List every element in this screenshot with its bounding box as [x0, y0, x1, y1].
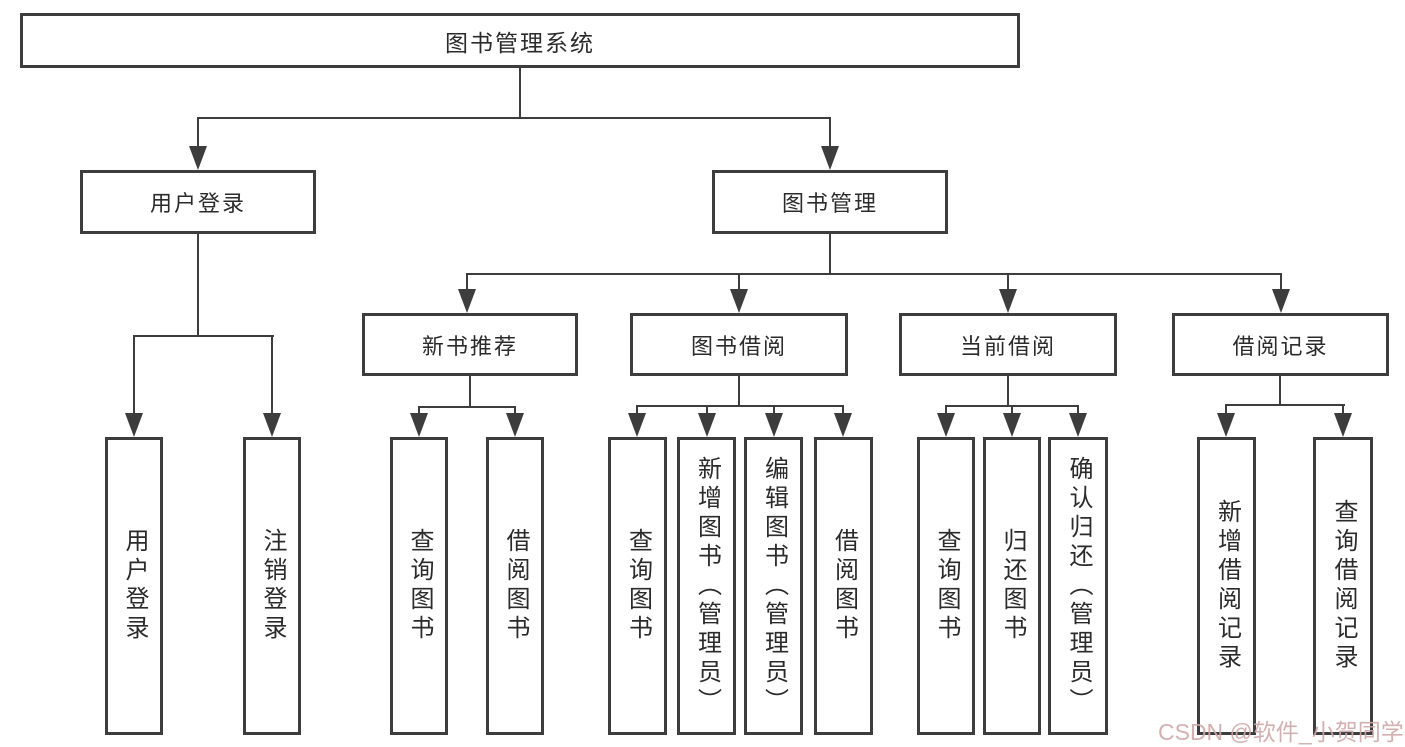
connector-line: [418, 406, 420, 416]
arrow-down-icon: [698, 413, 716, 437]
leaf-add-books-admin: 新增图书（管理员）: [677, 437, 736, 735]
arrow-down-icon: [506, 413, 524, 437]
connector-line: [197, 117, 199, 151]
node-user-login: 用户登录: [80, 170, 316, 234]
leaf-user-login-label: 用户登录: [121, 528, 148, 644]
connector-line: [738, 273, 740, 292]
leaf-query-books-borrowing: 查询图书: [608, 437, 667, 735]
node-user-login-label: 用户登录: [149, 191, 246, 216]
connector-line: [418, 406, 516, 408]
arrow-down-icon: [821, 146, 839, 170]
leaf-return-books: 归还图书: [983, 437, 1041, 735]
leaf-query-books-borrowing-label: 查询图书: [624, 528, 652, 644]
arrow-down-icon: [458, 289, 476, 313]
node-book-borrowing-label: 图书借阅: [690, 333, 787, 359]
leaf-logout: 注销登录: [243, 437, 301, 735]
leaf-confirm-return-admin: 确认归还（管理员）: [1048, 437, 1108, 735]
node-root: 图书管理系统: [20, 13, 1020, 68]
node-book-borrowing: 图书借阅: [630, 313, 848, 376]
connector-line: [1007, 376, 1009, 407]
connector-line: [1011, 405, 1013, 416]
leaf-query-books-current: 查询图书: [917, 437, 975, 735]
leaf-add-borrow-record: 新增借阅记录: [1197, 437, 1256, 735]
csdn-watermark: CSDN @软件_小贺同学: [1158, 719, 1404, 745]
connector-line: [829, 117, 831, 151]
arrow-down-icon: [1334, 413, 1352, 437]
connector-line: [197, 234, 199, 337]
connector-line: [469, 376, 471, 408]
leaf-borrow-books: 借阅图书: [814, 437, 873, 735]
leaf-query-books-recommend-label: 查询图书: [406, 528, 433, 644]
node-book-management-label: 图书管理: [781, 191, 878, 216]
connector-line: [945, 405, 947, 416]
arrow-down-icon: [1003, 413, 1021, 437]
connector-line: [197, 117, 831, 119]
connector-line: [271, 335, 273, 417]
connector-line: [1007, 273, 1009, 292]
connector-line: [636, 405, 638, 416]
leaf-return-books-label: 归还图书: [999, 528, 1026, 644]
arrow-down-icon: [1217, 413, 1235, 437]
connector-line: [466, 273, 1282, 275]
connector-line: [1225, 404, 1345, 406]
leaf-user-login: 用户登录: [105, 437, 163, 735]
leaf-edit-books-admin-label: 编辑图书（管理员）: [760, 455, 788, 717]
leaf-confirm-return-admin-label: 确认归还（管理员）: [1065, 455, 1092, 717]
connector-line: [519, 67, 521, 118]
node-book-management: 图书管理: [712, 170, 948, 234]
node-current-borrowing-label: 当前借阅: [959, 333, 1056, 359]
connector-line: [773, 405, 775, 416]
arrow-down-icon: [834, 413, 852, 437]
connector-line: [133, 335, 274, 337]
arrow-down-icon: [628, 413, 646, 437]
leaf-edit-books-admin: 编辑图书（管理员）: [744, 437, 803, 735]
leaf-query-books-current-label: 查询图书: [933, 528, 960, 644]
connector-line: [1342, 404, 1344, 416]
arrow-down-icon: [263, 413, 281, 437]
leaf-add-books-admin-label: 新增图书（管理员）: [693, 455, 721, 717]
node-borrowing-records: 借阅记录: [1172, 313, 1389, 376]
connector-line: [842, 405, 844, 416]
connector-line: [738, 376, 740, 407]
arrow-down-icon: [937, 413, 955, 437]
connector-line: [1279, 376, 1281, 406]
connector-line: [1280, 273, 1282, 292]
arrow-down-icon: [999, 289, 1017, 313]
arrow-down-icon: [730, 289, 748, 313]
leaf-borrow-books-label: 借阅图书: [830, 528, 858, 644]
leaf-add-borrow-record-label: 新增借阅记录: [1213, 499, 1241, 673]
arrow-down-icon: [1272, 289, 1290, 313]
connector-line: [706, 405, 708, 416]
connector-line: [636, 405, 844, 407]
arrow-down-icon: [410, 413, 428, 437]
connector-line: [1225, 404, 1227, 416]
node-borrowing-records-label: 借阅记录: [1232, 333, 1329, 359]
leaf-query-books-recommend: 查询图书: [390, 437, 448, 735]
arrow-down-icon: [189, 146, 207, 170]
connector-line: [466, 273, 468, 292]
connector-line: [133, 335, 135, 417]
node-root-label: 图书管理系统: [445, 29, 595, 56]
connector-line: [829, 234, 831, 275]
leaf-borrow-books-recommend-label: 借阅图书: [502, 528, 529, 644]
arrow-down-icon: [765, 413, 783, 437]
connector-line: [514, 406, 516, 416]
node-new-book-recommend: 新书推荐: [362, 313, 578, 376]
leaf-query-borrow-record: 查询借阅记录: [1313, 437, 1373, 735]
leaf-borrow-books-recommend: 借阅图书: [486, 437, 544, 735]
arrow-down-icon: [125, 413, 143, 437]
node-new-book-recommend-label: 新书推荐: [421, 333, 518, 359]
leaf-logout-label: 注销登录: [259, 528, 286, 644]
connector-line: [1077, 405, 1079, 416]
node-current-borrowing: 当前借阅: [899, 313, 1117, 376]
leaf-query-borrow-record-label: 查询借阅记录: [1330, 499, 1357, 673]
arrow-down-icon: [1069, 413, 1087, 437]
